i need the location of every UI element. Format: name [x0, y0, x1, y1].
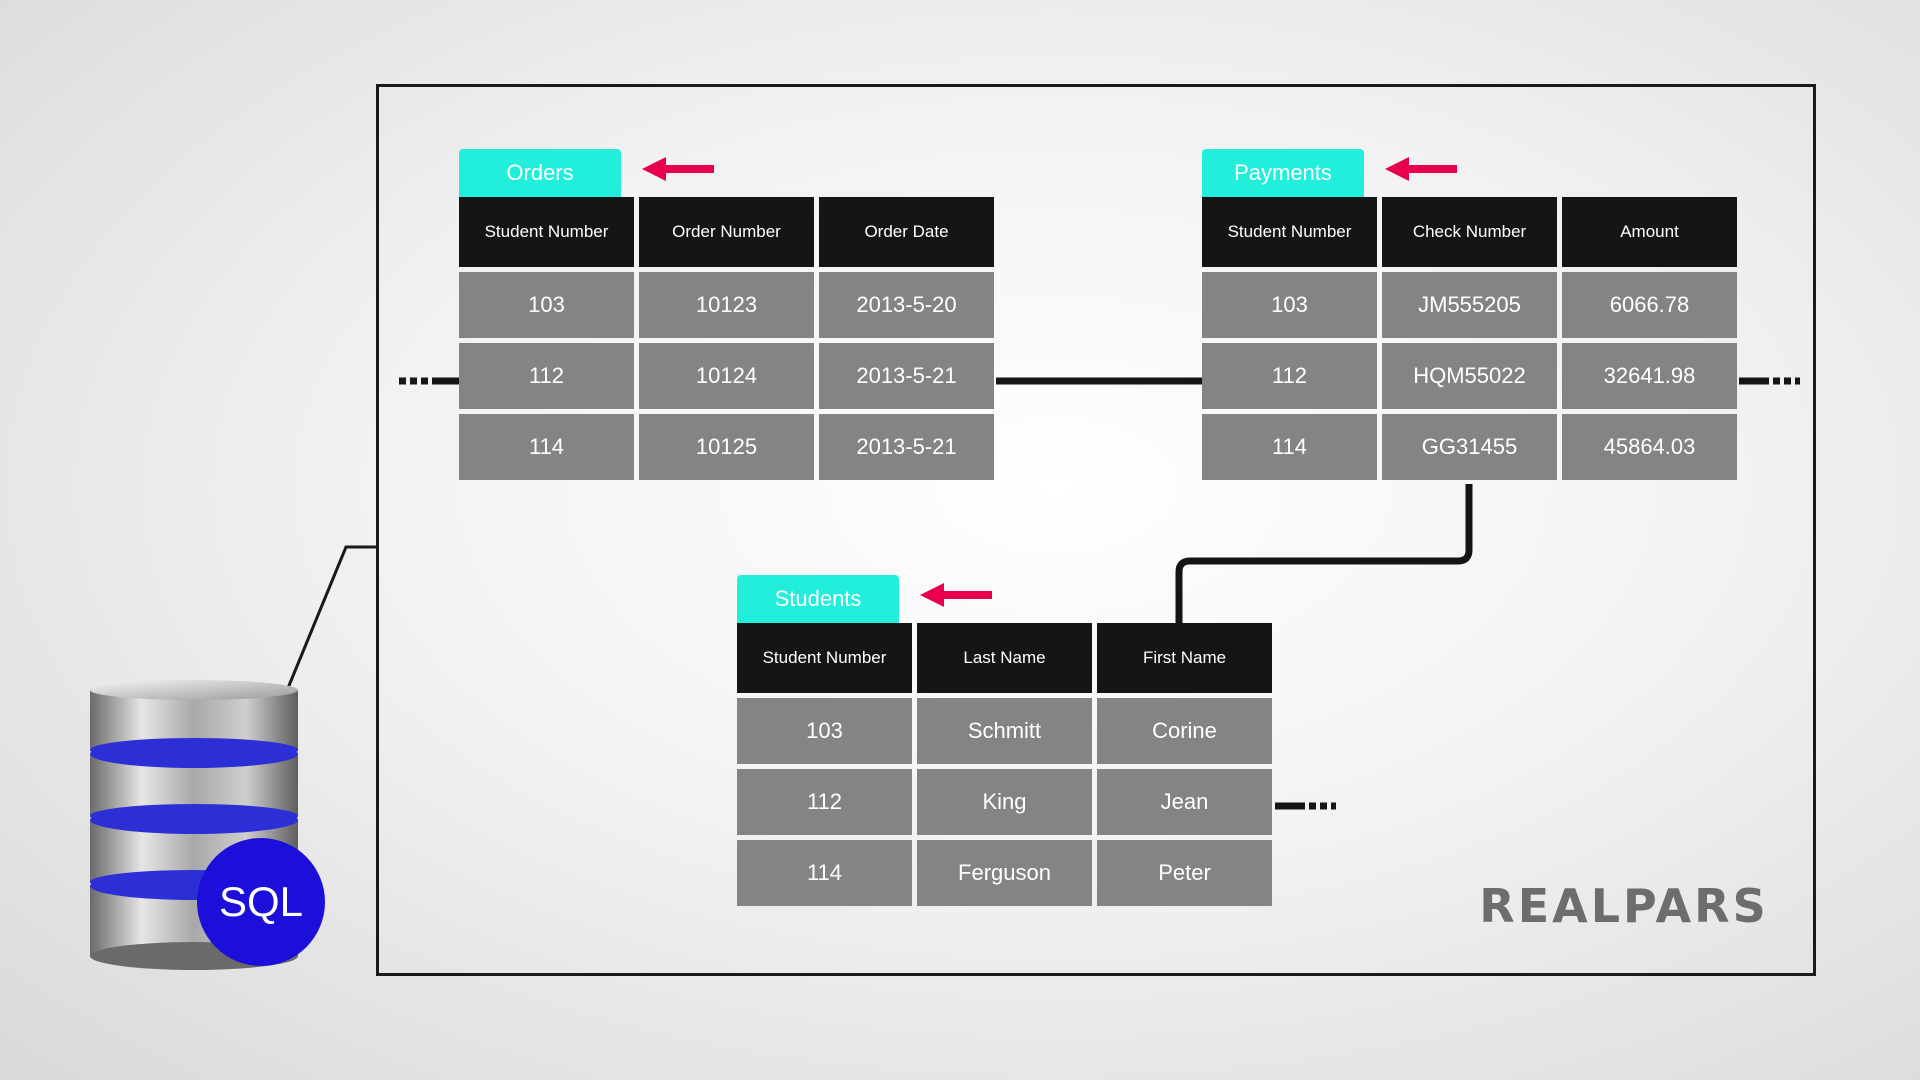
- table-cell: Jean: [1097, 769, 1272, 835]
- table-cell: 6066.78: [1562, 272, 1737, 338]
- table-cell: 32641.98: [1562, 343, 1737, 409]
- students-table-title: Students: [737, 575, 899, 623]
- table-cell: 10123: [639, 272, 814, 338]
- arrow-left-icon: [920, 583, 992, 607]
- payments-table-title: Payments: [1202, 149, 1364, 197]
- table-cell: 112: [459, 343, 634, 409]
- table-cell: 114: [1202, 414, 1377, 480]
- column-header: Amount: [1562, 197, 1737, 267]
- table-cell: Corine: [1097, 698, 1272, 764]
- column-header: Student Number: [459, 197, 634, 267]
- column-header: First Name: [1097, 623, 1272, 693]
- table-cell: 112: [737, 769, 912, 835]
- column-header: Order Number: [639, 197, 814, 267]
- table-cell: King: [917, 769, 1092, 835]
- table-cell: 10125: [639, 414, 814, 480]
- table-cell: 103: [459, 272, 634, 338]
- table-cell: 114: [737, 840, 912, 906]
- table-cell: Peter: [1097, 840, 1272, 906]
- table-cell: Schmitt: [917, 698, 1092, 764]
- table-cell: JM555205: [1382, 272, 1557, 338]
- table-cell: 2013-5-21: [819, 343, 994, 409]
- sql-badge: SQL: [197, 838, 325, 966]
- table-cell: 114: [459, 414, 634, 480]
- column-header: Student Number: [1202, 197, 1377, 267]
- table-cell: 112: [1202, 343, 1377, 409]
- realpars-logo: REALPARS: [1479, 879, 1769, 933]
- table-cell: HQM55022: [1382, 343, 1557, 409]
- diagram-frame: [376, 84, 1816, 976]
- table-cell: Ferguson: [917, 840, 1092, 906]
- table-cell: 103: [737, 698, 912, 764]
- table-cell: GG31455: [1382, 414, 1557, 480]
- table-cell: 2013-5-21: [819, 414, 994, 480]
- table-cell: 103: [1202, 272, 1377, 338]
- column-header: Check Number: [1382, 197, 1557, 267]
- table-cell: 45864.03: [1562, 414, 1737, 480]
- column-header: Last Name: [917, 623, 1092, 693]
- table-cell: 10124: [639, 343, 814, 409]
- column-header: Student Number: [737, 623, 912, 693]
- arrow-left-icon: [642, 157, 714, 181]
- table-cell: 2013-5-20: [819, 272, 994, 338]
- orders-table-title: Orders: [459, 149, 621, 197]
- arrow-left-icon: [1385, 157, 1457, 181]
- column-header: Order Date: [819, 197, 994, 267]
